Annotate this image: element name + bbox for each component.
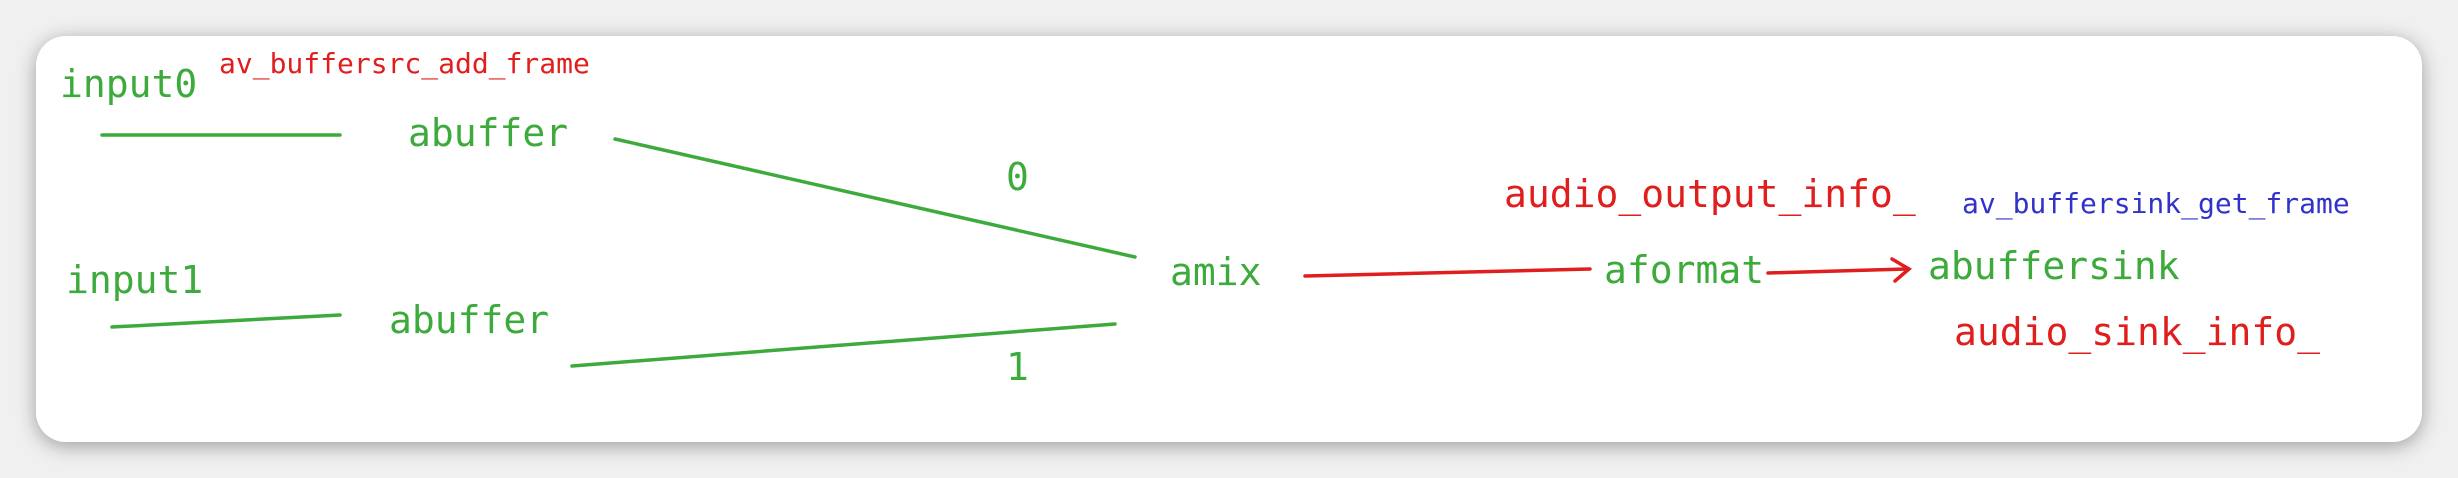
pad-1-label: 1: [1006, 345, 1029, 389]
abuffer-bottom-to-amix-line: [570, 322, 1117, 368]
amix-to-aformat-line: [1303, 267, 1592, 278]
abuffersink-label: abuffersink: [1928, 244, 2180, 288]
pad-0-label: 0: [1006, 155, 1029, 199]
audio-sink-info-annotation: audio_sink_info_: [1954, 310, 2320, 355]
input1-to-abuffer-line: [110, 313, 342, 329]
buffersink-get-frame-annotation: av_buffersink_get_frame: [1962, 187, 2350, 221]
diagram-card: [36, 36, 2422, 442]
input1-label: input1: [66, 258, 203, 302]
connectors: [100, 133, 1912, 368]
buffersrc-add-frame-annotation: av_buffersrc_add_frame: [219, 47, 590, 81]
aformat-label: aformat: [1604, 248, 1764, 292]
aformat-to-abuffersink-line: [1766, 267, 1910, 275]
amix-label: amix: [1170, 250, 1262, 294]
audio-output-info-annotation: audio_output_info_: [1504, 172, 1916, 217]
abuffer-top-to-amix-line: [613, 137, 1137, 259]
input0-label: input0: [60, 62, 197, 106]
arrowhead-icon: [1890, 257, 1912, 283]
abuffer-bottom-label: abuffer: [389, 298, 549, 342]
abuffer-top-label: abuffer: [408, 111, 568, 155]
